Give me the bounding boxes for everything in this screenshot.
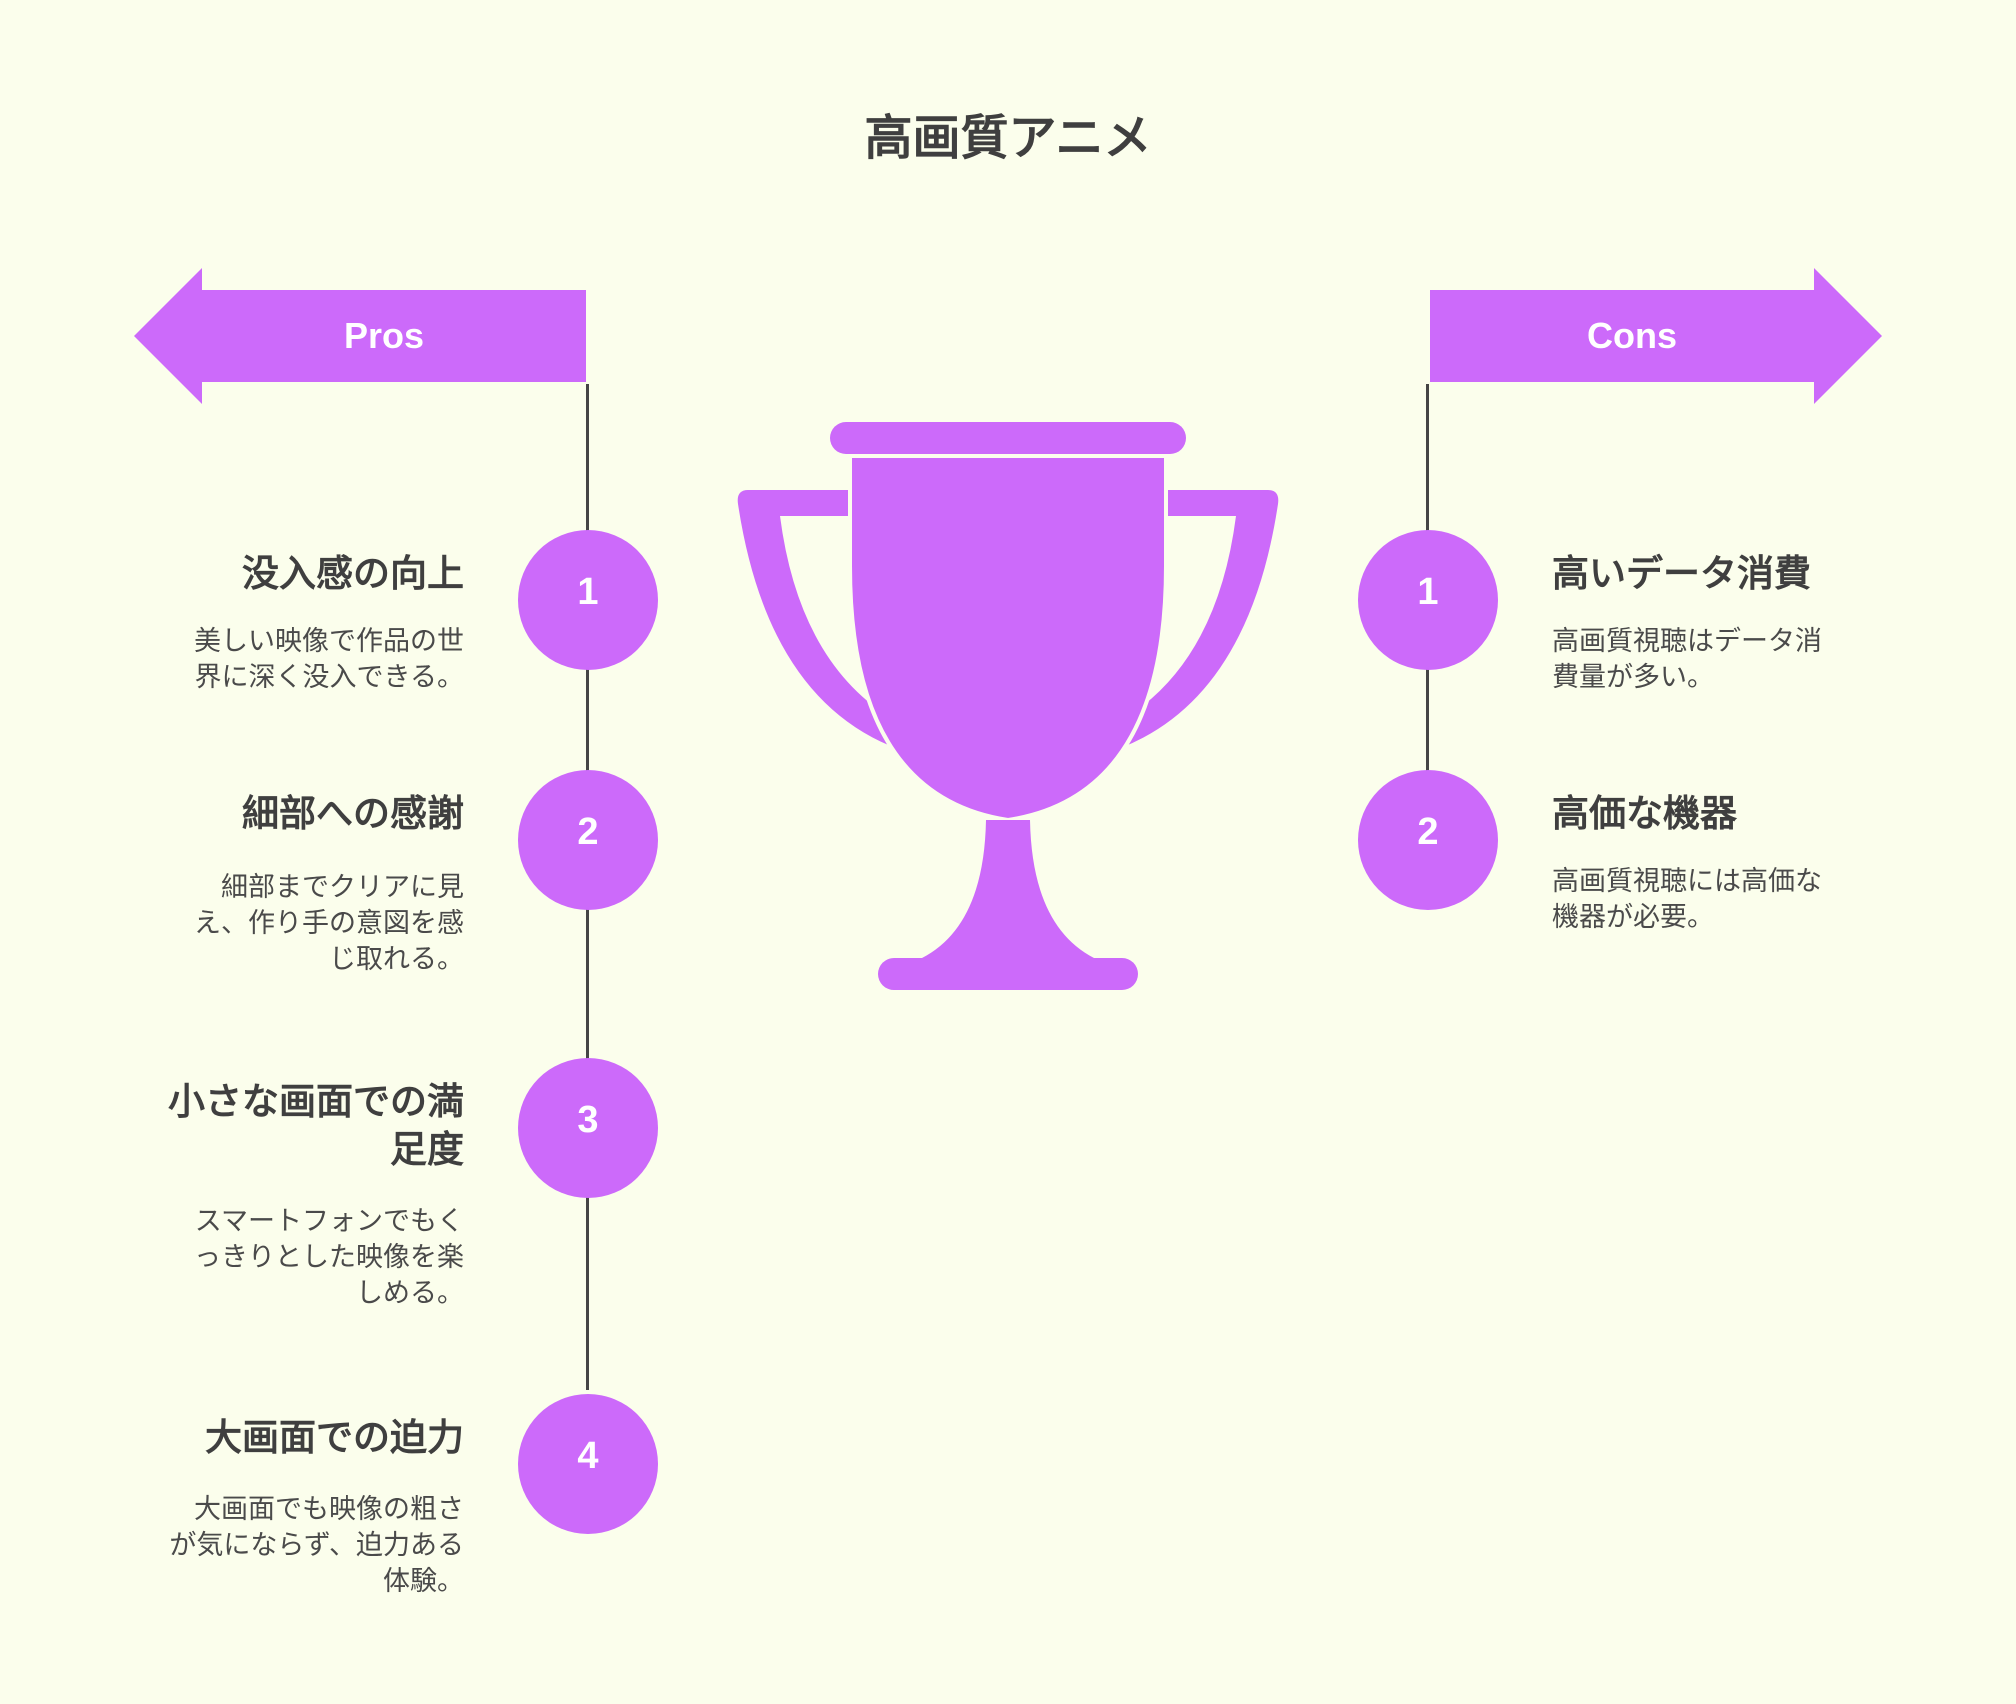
desc-line: 界に深く没入できる。 (194, 662, 464, 693)
desc-line: しめる。 (356, 1278, 464, 1309)
desc-line: 体験。 (383, 1566, 464, 1597)
pros-step-3-circle: 3 (518, 1058, 658, 1198)
cons-step-2-circle: 2 (1358, 770, 1498, 910)
pros-item-1-title: 没入感の向上 (242, 552, 464, 595)
pros-item-4-desc: 大画面でも映像の粗さ が気にならず、迫力ある 体験。 (60, 1492, 464, 1600)
cons-item-2-title: 高価な機器 (1552, 792, 1737, 835)
pros-item-1-desc: 美しい映像で作品の世 界に深く没入できる。 (80, 624, 464, 696)
page-title: 高画質アニメ (864, 110, 1152, 166)
desc-line: 高画質視聴はデータ消 (1552, 626, 1822, 657)
desc-line: 大画面でも映像の粗さ (194, 1494, 464, 1525)
desc-line: が気にならず、迫力ある (169, 1530, 464, 1561)
cons-label: Cons (1587, 315, 1677, 356)
pros-item-3-desc: スマートフォンでもく っきりとした映像を楽 しめる。 (80, 1204, 464, 1312)
desc-line: 美しい映像で作品の世 (194, 626, 464, 657)
pros-item-2-title: 細部への感謝 (242, 792, 464, 835)
cons-arrow (1430, 268, 1882, 404)
pros-step-2-circle: 2 (518, 770, 658, 910)
pros-label: Pros (343, 315, 425, 356)
cons-item-1-desc: 高画質視聴はデータ消 費量が多い。 (1552, 624, 1972, 696)
pros-arrow (134, 268, 586, 404)
desc-line: スマートフォンでもく (194, 1206, 464, 1237)
trophy-icon (737, 422, 1279, 990)
title-line: 足度 (390, 1128, 464, 1171)
desc-line: え、作り手の意図を感 (194, 908, 464, 939)
desc-line: 高画質視聴には高価な (1552, 866, 1822, 897)
pros-item-3-title: 小さな画面での満 足度 (100, 1078, 464, 1174)
cons-step-1-circle: 1 (1358, 530, 1498, 670)
cons-item-2-desc: 高画質視聴には高価な 機器が必要。 (1552, 864, 1972, 936)
desc-line: じ取れる。 (329, 944, 464, 975)
pros-step-1-circle: 1 (518, 530, 658, 670)
desc-line: 細部までクリアに見 (221, 872, 464, 903)
cons-item-1-title: 高いデータ消費 (1552, 552, 1811, 595)
desc-line: 費量が多い。 (1552, 662, 1714, 693)
desc-line: っきりとした映像を楽 (194, 1242, 464, 1273)
title-line: 小さな画面での満 (168, 1080, 464, 1123)
pros-step-4-circle: 4 (518, 1394, 658, 1534)
desc-line: 機器が必要。 (1552, 902, 1714, 933)
pros-item-2-desc: 細部までクリアに見 え、作り手の意図を感 じ取れる。 (80, 870, 464, 978)
pros-item-4-title: 大画面での迫力 (205, 1416, 464, 1459)
